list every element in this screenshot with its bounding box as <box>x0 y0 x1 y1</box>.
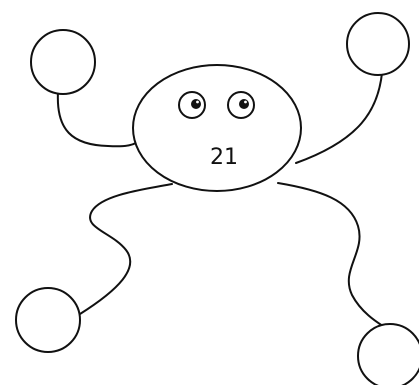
upper-right-hand <box>347 13 409 75</box>
lower-left-hand <box>16 288 80 352</box>
upper-left-arm <box>58 92 142 146</box>
lower-right-hand <box>358 324 419 385</box>
lower-right-leg <box>278 183 386 328</box>
creature-body <box>133 65 301 191</box>
left-eye <box>179 92 205 118</box>
upper-left-hand <box>31 30 95 94</box>
right-eye <box>228 92 254 118</box>
upper-right-arm <box>296 73 382 163</box>
lower-left-leg <box>80 184 172 314</box>
body-number: 21 <box>210 145 238 170</box>
